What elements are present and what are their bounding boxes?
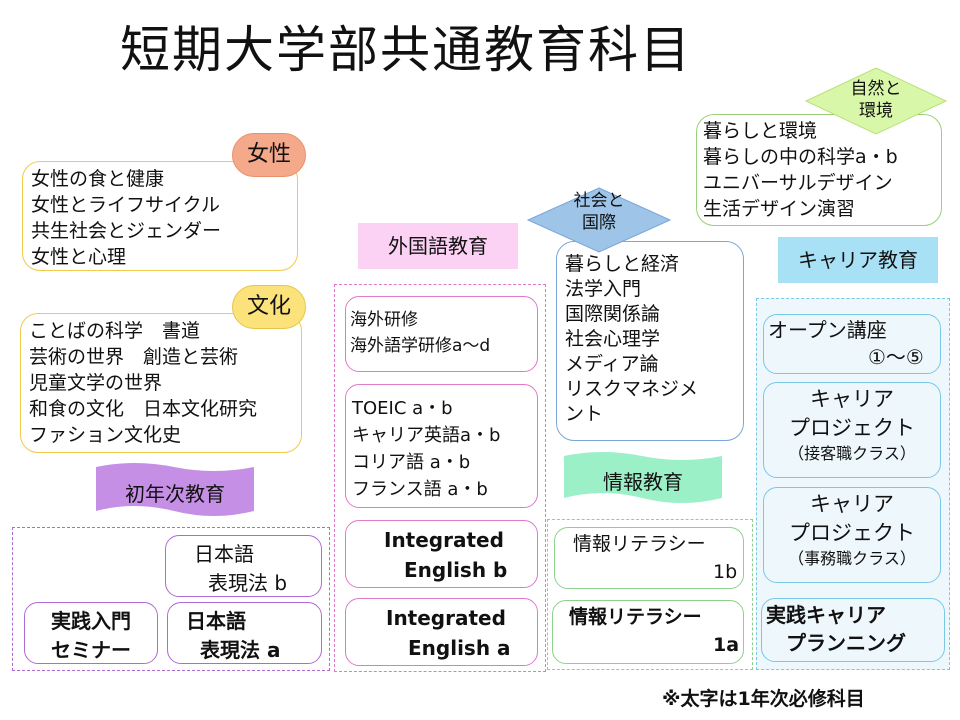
nature-tag: 自然と 環境 <box>804 78 948 122</box>
culture-box: ことばの科学 書道 芸術の世界 創造と芸術 児童文学の世界 和食の文化 日本文化… <box>20 313 302 453</box>
tag-label: 国際 <box>582 213 616 233</box>
jp-expression-a-course: 日本語 表現法 a <box>167 602 322 664</box>
course-label: コリア語 a・b <box>352 452 471 473</box>
tag-label: 自然と <box>850 79 902 99</box>
career-project-service-course: キャリア プロジェクト （接客職クラス） <box>763 382 941 478</box>
society-item: リスクマネジメ <box>565 378 699 400</box>
culture-tag: 文化 <box>232 285 306 329</box>
course-label: プランニング <box>786 631 906 655</box>
first-year-banner-shape <box>96 463 254 516</box>
culture-item: ファション文化史 <box>29 424 182 446</box>
course-label: Integrated <box>384 528 504 552</box>
course-label: 実践キャリア <box>766 603 886 627</box>
course-label: プロジェクト <box>789 416 915 440</box>
society-item: ント <box>565 403 604 425</box>
course-label: フランス語 a・b <box>352 479 488 500</box>
society-item: メディア論 <box>565 353 659 375</box>
first-year-group <box>12 527 330 671</box>
culture-item: 和食の文化 日本文化研究 <box>29 398 258 420</box>
course-label: キャリア <box>810 492 894 516</box>
course-label: 情報リテラシー <box>573 533 706 555</box>
open-lecture-course: オープン講座 ①～⑤ <box>763 314 941 374</box>
language-courses: TOEIC a・b キャリア英語a・b コリア語 a・b フランス語 a・b <box>345 384 538 508</box>
info-literacy-1b-course: 情報リテラシー 1b <box>554 527 744 589</box>
course-label: 情報リテラシー <box>569 606 702 628</box>
integrated-english-a-course: Integrated English a <box>345 598 538 666</box>
nature-tag-shape <box>804 67 948 135</box>
nature-box: 暮らしと環境 暮らしの中の科学a・b ユニバーサルデザイン 生活デザイン演習 <box>696 114 942 226</box>
course-label: キャリア英語a・b <box>352 425 501 446</box>
course-label: 表現法 a <box>200 638 281 662</box>
info-group <box>547 519 753 670</box>
course-label: 1a <box>713 634 740 656</box>
course-label: プロジェクト <box>789 521 915 545</box>
tag-label: 社会と <box>573 191 625 211</box>
seminar-course: 実践入門 セミナー <box>24 602 158 664</box>
course-label: 海外研修 <box>350 310 418 330</box>
nature-item: ユニバーサルデザイン <box>703 172 893 194</box>
course-label: 表現法 b <box>208 571 288 595</box>
society-item: 国際関係論 <box>565 303 661 325</box>
page-title: 短期大学部共通教育科目 <box>120 21 692 79</box>
women-item: 女性と心理 <box>31 246 127 268</box>
course-label: セミナー <box>51 638 131 662</box>
foreign-banner: 外国語教育 <box>358 223 518 269</box>
info-literacy-1a-course: 情報リテラシー 1a <box>552 600 744 664</box>
women-item: 女性の食と健康 <box>31 168 165 190</box>
society-item: 暮らしと経済 <box>565 253 680 275</box>
course-label: キャリア <box>810 387 894 411</box>
course-label: 海外語学研修a～d <box>350 336 491 356</box>
career-project-office-course: キャリア プロジェクト （事務職クラス） <box>763 487 941 583</box>
course-label: 1b <box>713 561 738 583</box>
society-tag-shape <box>526 187 672 253</box>
course-label: ①～⑤ <box>868 345 924 369</box>
course-label: TOEIC a・b <box>352 398 453 419</box>
course-label: English b <box>404 558 508 582</box>
course-label: 日本語 <box>186 609 246 633</box>
course-label: （事務職クラス） <box>788 549 916 568</box>
first-year-banner: 初年次教育 <box>125 482 225 506</box>
tag-label: 環境 <box>859 101 893 121</box>
nature-item: 暮らしの中の科学a・b <box>703 146 898 168</box>
course-label: English a <box>408 636 511 660</box>
info-banner: 情報教育 <box>603 470 683 494</box>
society-item: 法学入門 <box>565 278 642 300</box>
overseas-course: 海外研修 海外語学研修a～d <box>345 296 538 372</box>
footnote: ※太字は1年次必修科目 <box>662 688 865 710</box>
nature-item: 暮らしと環境 <box>703 120 818 142</box>
society-box: 暮らしと経済 法学入門 国際関係論 社会心理学 メディア論 リスクマネジメ ント <box>556 241 744 441</box>
society-tag: 社会と 国際 <box>526 190 672 234</box>
women-item: 女性とライフサイクル <box>31 194 221 216</box>
course-label: Integrated <box>386 606 506 630</box>
women-box: 女性の食と健康 女性とライフサイクル 共生社会とジェンダー 女性と心理 <box>22 161 298 271</box>
culture-item: 児童文学の世界 <box>29 372 163 394</box>
jp-expression-b-course: 日本語 表現法 b <box>165 535 322 597</box>
course-label: 日本語 <box>194 542 254 566</box>
integrated-english-b-course: Integrated English b <box>345 520 538 588</box>
women-item: 共生社会とジェンダー <box>31 220 222 242</box>
course-label: （接客職クラス） <box>788 444 916 463</box>
career-planning-course: 実践キャリア プランニング <box>761 598 945 662</box>
foreign-group <box>334 284 546 672</box>
society-item: 社会心理学 <box>565 328 661 350</box>
info-banner-shape <box>564 452 722 503</box>
course-label: 実践入門 <box>51 609 131 633</box>
career-banner: キャリア教育 <box>778 237 938 283</box>
nature-item: 生活デザイン演習 <box>703 198 856 220</box>
culture-item: 芸術の世界 創造と芸術 <box>29 346 239 368</box>
culture-item: ことばの科学 書道 <box>29 320 201 342</box>
course-label: オープン講座 <box>768 318 887 342</box>
women-tag: 女性 <box>232 133 306 177</box>
